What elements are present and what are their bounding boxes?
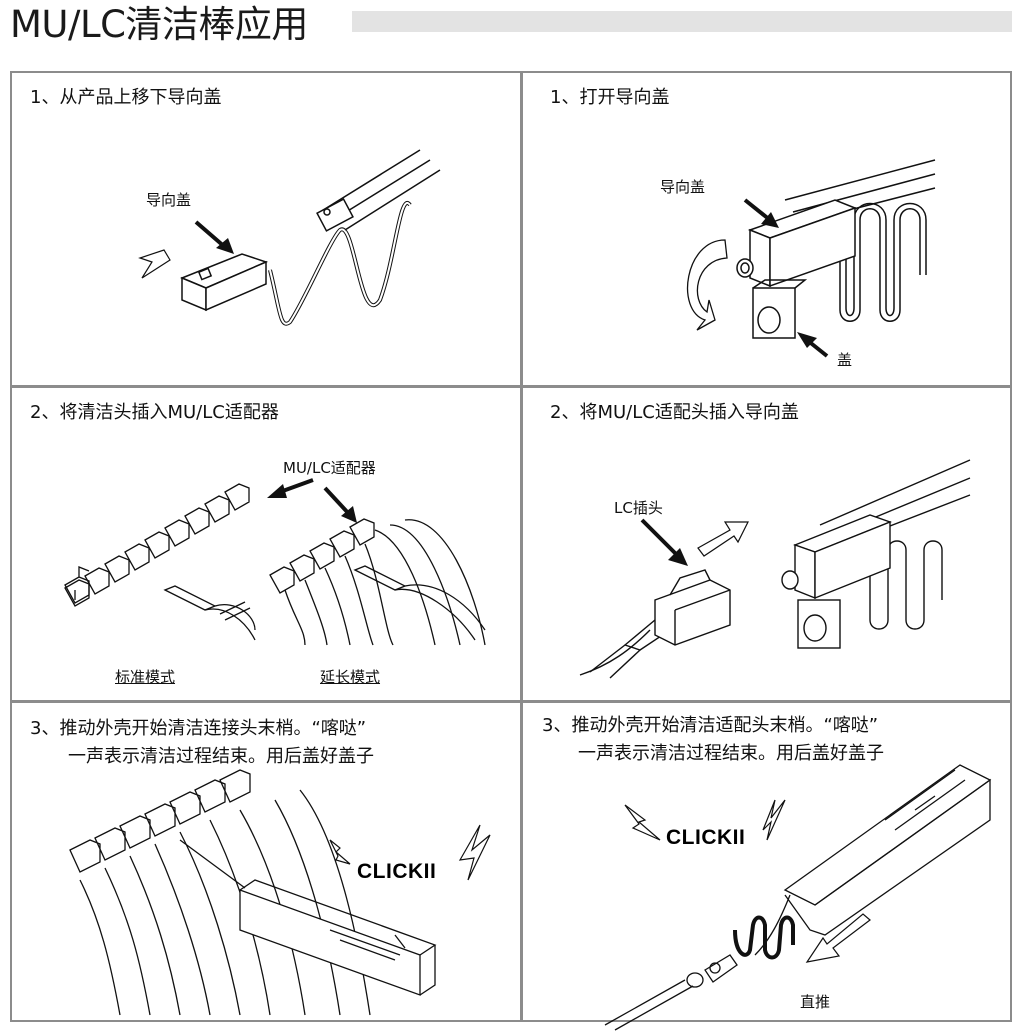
clean-adapter-illustration — [604, 764, 992, 1031]
label-guide-cap: 导向盖 — [660, 178, 706, 196]
panel-caption-line1: 3、推动外壳开始清洁适配头末梢。“喀哒” — [542, 715, 879, 736]
panel-caption-line2: 一声表示清洁过程结束。用后盖好盖子 — [68, 746, 374, 767]
label-adapter: MU/LC适配器 — [283, 459, 376, 477]
click-sound-text: CLICKII — [357, 860, 437, 883]
open-guide-cap-illustration — [686, 159, 936, 358]
panel-caption: 2、将清洁头插入MU/LC适配器 — [30, 402, 279, 423]
grid-divider-row1 — [10, 385, 1012, 388]
grid-divider-vertical — [520, 71, 523, 1022]
panel-caption: 1、打开导向盖 — [550, 87, 670, 108]
panel-caption: 1、从产品上移下导向盖 — [30, 87, 222, 108]
insert-lc-plug-illustration — [579, 459, 971, 679]
panel-caption: 2、将MU/LC适配头插入导向盖 — [550, 402, 799, 423]
title-rule-bar — [352, 11, 1012, 32]
click-sound-text: CLICKII — [666, 826, 746, 849]
panel-caption-line1: 3、推动外壳开始清洁连接头末梢。“喀哒” — [30, 718, 367, 739]
grid-divider-row2 — [10, 700, 1012, 703]
label-lc-plug: LC插头 — [614, 499, 663, 517]
label-guide-cap: 导向盖 — [146, 191, 192, 209]
page-title: MU/LC清洁棒应用 — [10, 3, 308, 46]
header: MU/LC清洁棒应用 — [0, 0, 1020, 60]
clean-connector-illustration — [69, 769, 491, 1016]
panel-caption-line2: 一声表示清洁过程结束。用后盖好盖子 — [578, 743, 884, 764]
label-standard-mode: 标准模式 — [115, 668, 176, 686]
label-extended-mode: 延长模式 — [320, 668, 381, 686]
label-push: 直推 — [800, 993, 831, 1011]
insert-cleaner-illustration — [64, 478, 486, 646]
remove-guide-cap-illustration — [138, 149, 441, 326]
label-cover: 盖 — [837, 351, 853, 369]
